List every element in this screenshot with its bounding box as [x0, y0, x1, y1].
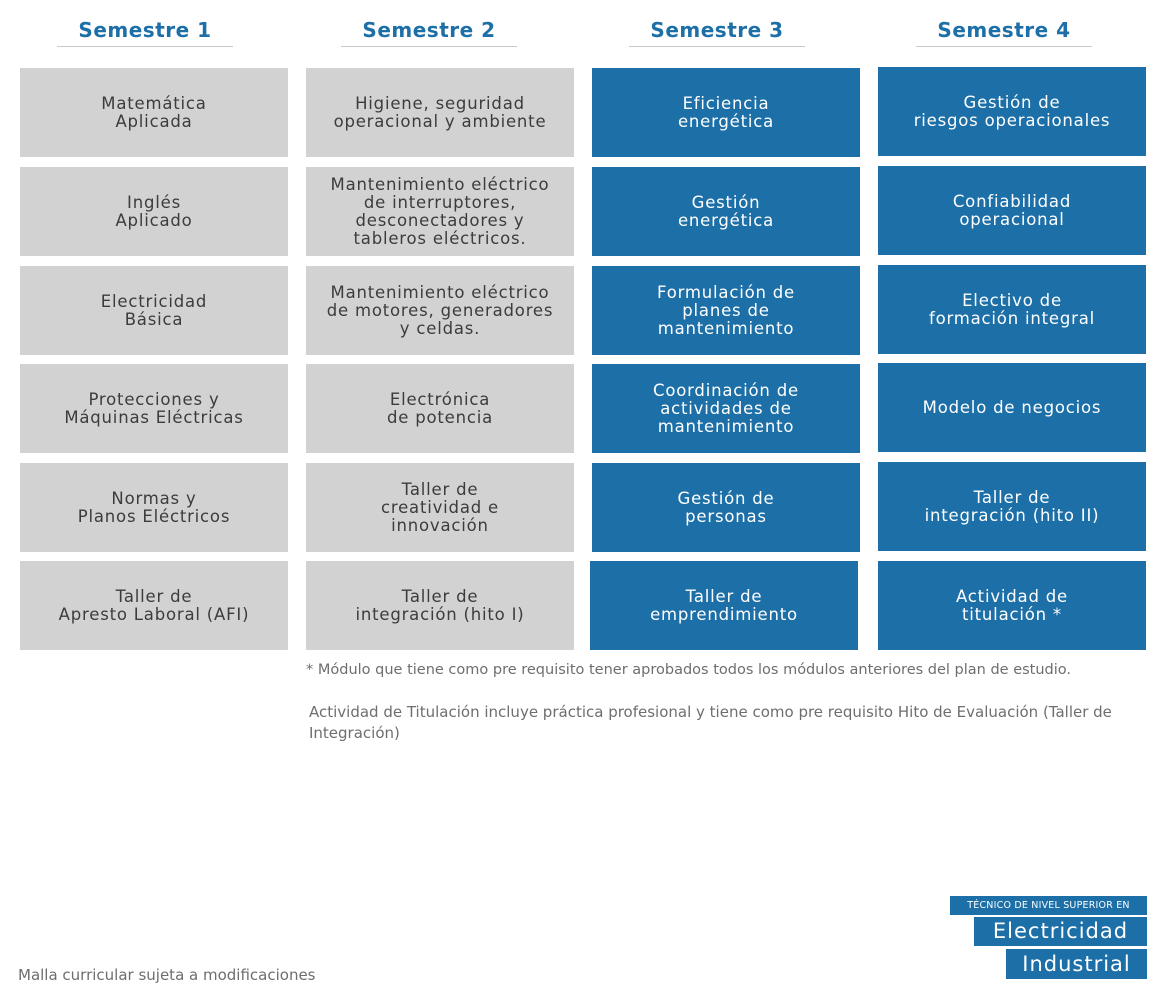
course-cell: Taller de emprendimiento: [590, 561, 858, 650]
titulacion-note: Actividad de Titulación incluye práctica…: [309, 703, 1112, 742]
course-cell: Actividad de titulación *: [878, 561, 1146, 650]
course-cell: Eficiencia energética: [592, 68, 860, 157]
course-cell: Inglés Aplicado: [20, 167, 288, 256]
course-cell: Taller de integración (hito II): [878, 462, 1146, 551]
course-cell: Electrónica de potencia: [306, 364, 574, 453]
course-cell: Coordinación de actividades de mantenimi…: [592, 364, 860, 453]
program-name-line1: Electricidad: [974, 917, 1147, 946]
asterisk-note: * Módulo que tiene como pre requisito te…: [306, 662, 1072, 678]
semester-3-header: Semestre 3: [629, 18, 805, 47]
course-cell: Normas y Planos Eléctricos: [20, 463, 288, 552]
course-cell: Electivo de formación integral: [878, 265, 1146, 354]
course-cell: Mantenimiento eléctrico de motores, gene…: [306, 266, 574, 355]
program-name-line2: Industrial: [1006, 949, 1147, 979]
course-cell: Matemática Aplicada: [20, 68, 288, 157]
semester-1-header: Semestre 1: [57, 18, 233, 47]
course-cell: Higiene, seguridad operacional y ambient…: [306, 68, 574, 157]
course-cell: Taller de Apresto Laboral (AFI): [20, 561, 288, 650]
semester-4-header: Semestre 4: [916, 18, 1092, 47]
course-cell: Taller de integración (hito I): [306, 561, 574, 650]
course-cell: Mantenimiento eléctrico de interruptores…: [306, 167, 574, 256]
course-cell: Modelo de negocios: [878, 363, 1146, 452]
course-cell: Gestión de riesgos operacionales: [878, 67, 1146, 156]
course-cell: Taller de creatividad e innovación: [306, 463, 574, 552]
footer-disclaimer: Malla curricular sujeta a modificaciones: [18, 966, 316, 984]
program-level-label: TÉCNICO DE NIVEL SUPERIOR EN: [950, 896, 1147, 915]
semester-2-header: Semestre 2: [341, 18, 517, 47]
course-cell: Protecciones y Máquinas Eléctricas: [20, 364, 288, 453]
course-cell: Gestión energética: [592, 167, 860, 256]
course-cell: Gestión de personas: [592, 463, 860, 552]
course-cell: Formulación de planes de mantenimiento: [592, 266, 860, 355]
course-cell: Confiabilidad operacional: [878, 166, 1146, 255]
course-cell: Electricidad Básica: [20, 266, 288, 355]
